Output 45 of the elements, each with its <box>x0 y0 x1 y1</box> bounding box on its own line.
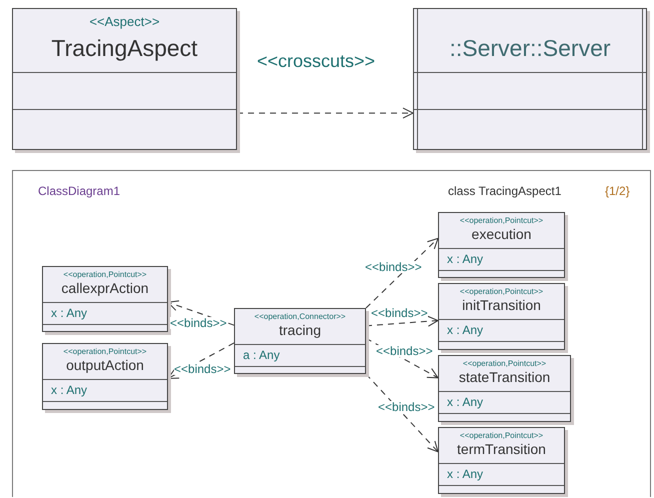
edge-label: <<binds>> <box>365 261 422 273</box>
stereotype: <<Aspect>> <box>88 14 161 29</box>
class-box <box>12 8 237 150</box>
edge-label: <<binds>> <box>371 307 428 319</box>
page-number: {1/2} <box>605 184 630 198</box>
dependency-arrow <box>366 238 438 308</box>
class-name: execution <box>470 226 532 242</box>
frame-title: ClassDiagram1 <box>38 184 120 198</box>
class-box <box>234 308 366 374</box>
class-name: ::Server::Server <box>448 35 612 62</box>
attribute: x : Any <box>51 383 88 397</box>
stereotype: <<operation,Pointcut>> <box>62 270 148 279</box>
edge-label: <<binds>> <box>378 401 435 413</box>
class-box <box>438 283 565 350</box>
class-name: termTransition <box>456 441 547 457</box>
attribute: x : Any <box>51 306 88 320</box>
class-name: initTransition <box>461 297 542 313</box>
class-box <box>438 355 571 422</box>
stereotype: <<operation,Pointcut>> <box>458 431 544 440</box>
class-box <box>42 343 168 410</box>
class-box <box>413 8 647 150</box>
class-name: tracing <box>278 322 322 338</box>
attribute: x : Any <box>447 395 484 409</box>
class-box <box>438 427 565 494</box>
edge-label: <<crosscuts>> <box>257 52 376 70</box>
attribute: x : Any <box>447 467 484 481</box>
class-box <box>42 266 168 332</box>
edge-label: <<binds>> <box>174 363 231 375</box>
stereotype: <<operation,Connector>> <box>253 312 347 321</box>
stereotype: <<operation,Pointcut>> <box>62 347 148 356</box>
edge-label: <<binds>> <box>170 317 227 329</box>
stereotype: <<operation,Pointcut>> <box>462 359 548 368</box>
diagram-frame <box>12 170 651 497</box>
class-name: stateTransition <box>458 369 552 385</box>
attribute: a : Any <box>243 348 280 362</box>
attribute: x : Any <box>447 323 484 337</box>
stereotype: <<operation,Pointcut>> <box>458 216 544 225</box>
class-name: callexprAction <box>60 280 150 296</box>
class-name: TracingAspect <box>50 35 199 62</box>
class-name: outputAction <box>65 357 145 373</box>
edge-label: <<binds>> <box>376 345 433 357</box>
attribute: x : Any <box>447 252 484 266</box>
stereotype: <<operation,Pointcut>> <box>458 287 544 296</box>
class-box <box>438 212 565 278</box>
frame-heading: class TracingAspect1 <box>448 184 562 198</box>
